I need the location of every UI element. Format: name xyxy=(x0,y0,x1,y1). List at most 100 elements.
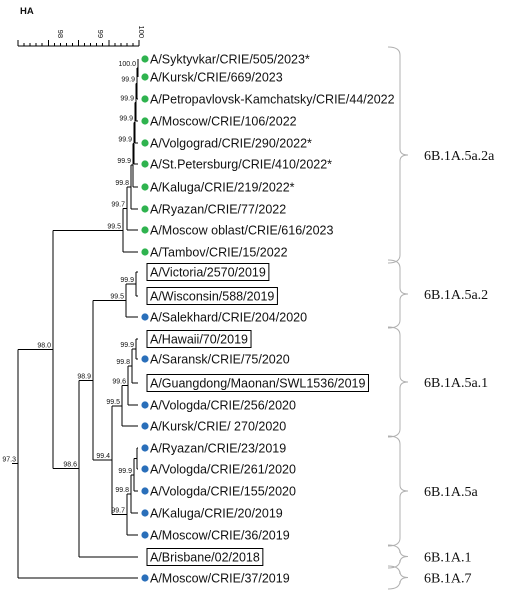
leaf-label: A/St.Petersburg/CRIE/410/2022* xyxy=(150,158,332,172)
green-marker-dot xyxy=(141,95,149,103)
tree-leaf: A/Volgograd/CRIE/290/2022* xyxy=(141,137,312,151)
tree-leaf: A/Kaluga/CRIE/219/2022* xyxy=(141,181,295,195)
clade-label: 6B.1A.5a xyxy=(424,485,478,500)
leaf-label: A/Moscow/CRIE/36/2019 xyxy=(150,529,290,543)
leaf-label: A/Vologda/CRIE/155/2020 xyxy=(150,485,296,499)
clade-group: 6B.1A.5a xyxy=(387,435,478,547)
green-marker-dot xyxy=(141,55,149,63)
tree-leaf: A/Saransk/CRIE/75/2020 xyxy=(141,353,290,367)
tree-title: HA xyxy=(20,6,34,17)
green-marker-dot xyxy=(141,183,149,191)
tree-leaf: A/Ryazan/CRIE/23/2019 xyxy=(141,442,286,456)
clade-bracket xyxy=(387,326,409,438)
bootstrap-support-value: 99.5 xyxy=(106,399,120,406)
leaf-label: A/Wisconsin/588/2019 xyxy=(150,290,274,304)
clade-bracket xyxy=(387,544,409,569)
blue-marker-dot xyxy=(141,444,149,452)
clade-group: 6B.1A.5a.1 xyxy=(387,326,488,438)
clade-label: 6B.1A.5a.1 xyxy=(424,376,488,391)
blue-marker-dot xyxy=(141,574,149,582)
bootstrap-support-value: 99.8 xyxy=(115,487,129,494)
clade-group: 6B.1A.1 xyxy=(387,544,471,569)
green-marker-dot xyxy=(141,73,149,81)
tree-leaf: A/Wisconsin/588/2019 xyxy=(146,287,278,305)
leaf-label: A/Volgograd/CRIE/290/2022* xyxy=(150,137,312,151)
bootstrap-support-value: 99.9 xyxy=(120,95,134,102)
blue-marker-dot xyxy=(141,531,149,539)
leaf-label: A/Kaluga/CRIE/219/2022* xyxy=(150,181,295,195)
blue-marker-dot xyxy=(141,487,149,495)
reference-strain-box xyxy=(146,287,278,305)
clade-label: 6B.1A.5a.2a xyxy=(424,149,495,164)
clade-bracket xyxy=(387,259,409,329)
bootstrap-support-value: 100.0 xyxy=(118,61,136,68)
leaf-label: A/Salekhard/CRIE/204/2020 xyxy=(150,311,307,325)
bootstrap-support-value: 99.6 xyxy=(112,379,126,386)
leaf-label: A/Moscow/CRIE/37/2019 xyxy=(150,572,290,586)
blue-marker-dot xyxy=(141,401,149,409)
bootstrap-support-value: 99.9 xyxy=(118,468,132,475)
tree-leaf: A/Tambov/CRIE/15/2022 xyxy=(141,246,288,260)
leaf-label: A/Ryazan/CRIE/77/2022 xyxy=(150,203,286,217)
leaf-label: A/Brisbane/02/2018 xyxy=(150,551,260,565)
blue-marker-dot xyxy=(141,465,149,473)
branches xyxy=(12,59,139,579)
bootstrap-support-value: 97.3 xyxy=(2,457,16,464)
tree-leaf: A/Moscow/CRIE/37/2019 xyxy=(141,572,290,586)
green-marker-dot xyxy=(141,139,149,147)
bootstrap-support-value: 99.4 xyxy=(96,453,110,460)
leaf-label: A/Tambov/CRIE/15/2022 xyxy=(150,246,288,260)
leaf-label: A/Vologda/CRIE/261/2020 xyxy=(150,463,296,477)
tree-leaf: A/Moscow oblast/CRIE/616/2023 xyxy=(141,224,333,238)
reference-strain-box xyxy=(146,374,369,392)
clade-label: 6B.1A.5a.2 xyxy=(424,288,488,303)
tree-leaf: A/Salekhard/CRIE/204/2020 xyxy=(141,311,307,325)
bootstrap-support-value: 99.9 xyxy=(120,342,134,349)
clade-group: 6B.1A.5a.2 xyxy=(387,259,488,329)
bootstrap-support-value: 98.9 xyxy=(77,373,91,380)
tree-leaf: A/Petropavlovsk-Kamchatsky/CRIE/44/2022 xyxy=(141,93,395,107)
tree-leaf: A/Kaluga/CRIE/20/2019 xyxy=(141,507,283,521)
tree-leaf: A/Vologda/CRIE/261/2020 xyxy=(141,463,296,477)
leaf-label: A/Kursk/CRIE/ 270/2020 xyxy=(150,420,286,434)
bootstrap-support-value: 98.0 xyxy=(37,342,51,349)
bootstrap-support-value: 99.8 xyxy=(116,359,130,366)
tree-leaf: A/Vologda/CRIE/256/2020 xyxy=(141,399,296,413)
leaf-label: A/Ryazan/CRIE/23/2019 xyxy=(150,442,286,456)
clade-bracket xyxy=(387,46,409,264)
clade-label: 6B.1A.7 xyxy=(424,572,471,587)
green-marker-dot xyxy=(141,205,149,213)
leaf-label: A/Petropavlovsk-Kamchatsky/CRIE/44/2022 xyxy=(150,93,395,107)
scale-tick-label: 98 xyxy=(56,30,65,38)
clade-group: 6B.1A.7 xyxy=(387,565,471,590)
blue-marker-dot xyxy=(141,422,149,430)
reference-strain-box xyxy=(146,548,264,566)
tree-leaf: A/St.Petersburg/CRIE/410/2022* xyxy=(141,158,332,172)
bootstrap-support-value: 99.9 xyxy=(121,77,135,84)
tree-leaf: A/Moscow/CRIE/106/2022 xyxy=(141,115,297,129)
green-marker-dot xyxy=(141,226,149,234)
scale-tick-label: 99 xyxy=(96,30,105,38)
leaf-label: A/Vologda/CRIE/256/2020 xyxy=(150,399,296,413)
bootstrap-support-value: 99.5 xyxy=(107,223,121,230)
leaf-label: A/Saransk/CRIE/75/2020 xyxy=(150,353,290,367)
green-marker-dot xyxy=(141,248,149,256)
reference-strain-box xyxy=(146,330,252,348)
leaf-label: A/Syktyvkar/CRIE/505/2023* xyxy=(150,53,310,67)
bootstrap-support-value: 99.9 xyxy=(117,158,131,165)
tree-leaf: A/Kursk/CRIE/ 270/2020 xyxy=(141,420,286,434)
bootstrap-support-value: 99.9 xyxy=(118,136,132,143)
green-marker-dot xyxy=(141,117,149,125)
leaf-label: A/Moscow oblast/CRIE/616/2023 xyxy=(150,224,333,238)
blue-marker-dot xyxy=(141,313,149,321)
tree-leaf: A/Brisbane/02/2018 xyxy=(146,548,264,566)
tree-leaf: A/Kursk/CRIE/669/2023 xyxy=(141,71,283,85)
tree-leaf: A/Ryazan/CRIE/77/2022 xyxy=(141,203,286,217)
leaf-label: A/Victoria/2570/2019 xyxy=(150,266,266,280)
leaf-label: A/Kaluga/CRIE/20/2019 xyxy=(150,507,283,521)
blue-marker-dot xyxy=(141,355,149,363)
leaf-labels: A/Syktyvkar/CRIE/505/2023* A/Kursk/CRIE/6… xyxy=(141,53,395,586)
blue-marker-dot xyxy=(141,509,149,517)
